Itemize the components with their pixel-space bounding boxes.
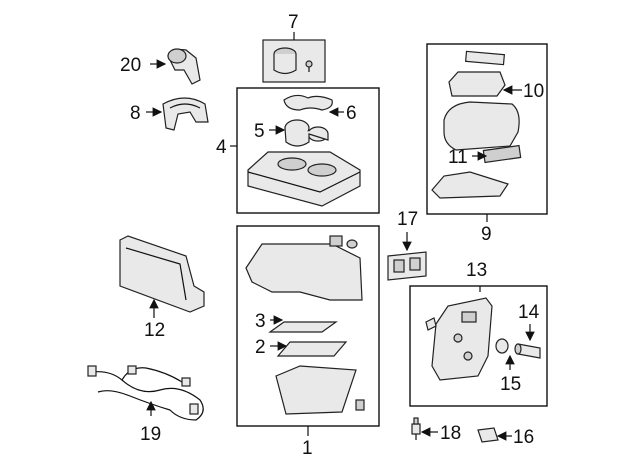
part-20-shift-knob[interactable] <box>167 48 201 85</box>
part-1-console-base[interactable] <box>245 235 365 415</box>
callout-10: 10 <box>523 81 544 102</box>
callout-5: 5 <box>254 121 265 142</box>
callout-3: 3 <box>255 311 266 332</box>
callout-4: 4 <box>216 137 227 158</box>
callout-9: 9 <box>481 224 492 245</box>
callout-2: 2 <box>255 337 266 358</box>
part-16-clip[interactable] <box>477 427 499 443</box>
part-5-cup-holder[interactable] <box>284 119 329 147</box>
callout-15: 15 <box>500 374 521 395</box>
callout-14: 14 <box>518 302 540 323</box>
group-box-13 <box>409 285 548 407</box>
callout-16: 16 <box>513 427 534 448</box>
callout-19: 19 <box>140 424 161 445</box>
part-9-armrest-lid[interactable] <box>431 50 522 199</box>
part-15-knob[interactable] <box>495 338 509 354</box>
callout-7: 7 <box>288 12 299 33</box>
part-18-sensor[interactable] <box>411 417 421 440</box>
callout-6: 6 <box>346 103 357 124</box>
part-3-liner <box>268 321 338 333</box>
part-13-face-plate[interactable] <box>425 297 493 381</box>
callout-8: 8 <box>130 103 141 124</box>
callout-12: 12 <box>144 320 165 341</box>
part-2-mat <box>276 341 348 357</box>
part-6-cup-mat[interactable] <box>283 94 333 111</box>
callout-13: 13 <box>466 260 487 281</box>
part-4-console-tray[interactable] <box>247 151 361 207</box>
group-box-4 <box>236 87 380 214</box>
callout-17: 17 <box>397 209 418 230</box>
callout-20: 20 <box>120 55 141 76</box>
part-7-cup-insert[interactable] <box>262 39 326 83</box>
part-12-side-panel[interactable] <box>119 235 205 313</box>
callout-1: 1 <box>302 438 313 459</box>
part-19-wiring-harness[interactable] <box>87 365 204 421</box>
part-14-knob[interactable] <box>514 343 541 359</box>
part-8-shifter-bezel[interactable] <box>162 97 209 131</box>
callout-11: 11 <box>448 147 468 168</box>
callout-18: 18 <box>440 423 461 444</box>
part-17-control-module[interactable] <box>387 251 427 281</box>
